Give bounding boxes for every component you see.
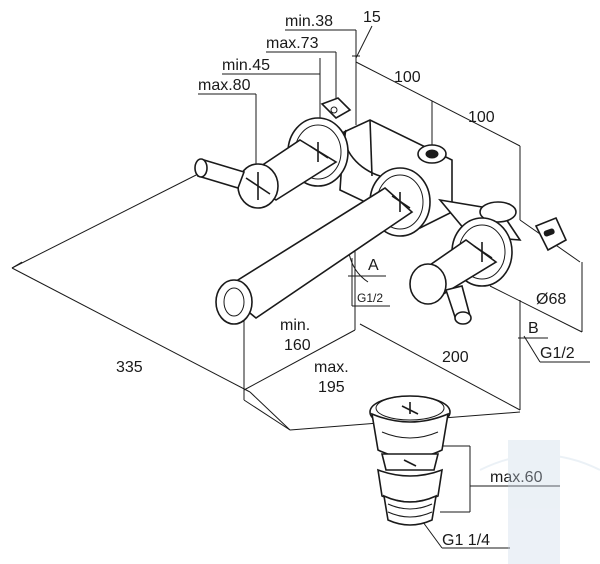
dim-100-a: 100 [394,69,421,86]
dim-max60: max.60 [490,469,543,486]
label-a: A [368,257,379,274]
dim-min160-value: 160 [284,337,311,354]
label-b: B [528,320,539,337]
dim-min38: min.38 [285,13,333,30]
dim-max195-value: 195 [318,379,345,396]
right-handle [409,217,513,325]
dim-max80: max.80 [198,77,251,94]
dim-g12-small: G1/2 [357,291,383,305]
dim-200: 200 [442,349,469,366]
dim-min160-label: min. [280,317,310,334]
dim-max73: max.73 [266,35,319,52]
dim-d68: Ø68 [536,291,566,308]
drain-valve [369,395,451,526]
dim-g114: G1 1/4 [442,532,490,549]
dim-max195-label: max. [314,359,349,376]
dim-g12-large: G1/2 [540,345,575,362]
dimension-lines [11,25,590,549]
dim-100-b: 100 [468,109,495,126]
spout [215,167,431,325]
dim-15: 15 [363,9,381,26]
dim-min45: min.45 [222,57,270,74]
dim-335: 335 [116,359,143,376]
left-handle [194,117,349,209]
watermark-logo [479,440,600,564]
